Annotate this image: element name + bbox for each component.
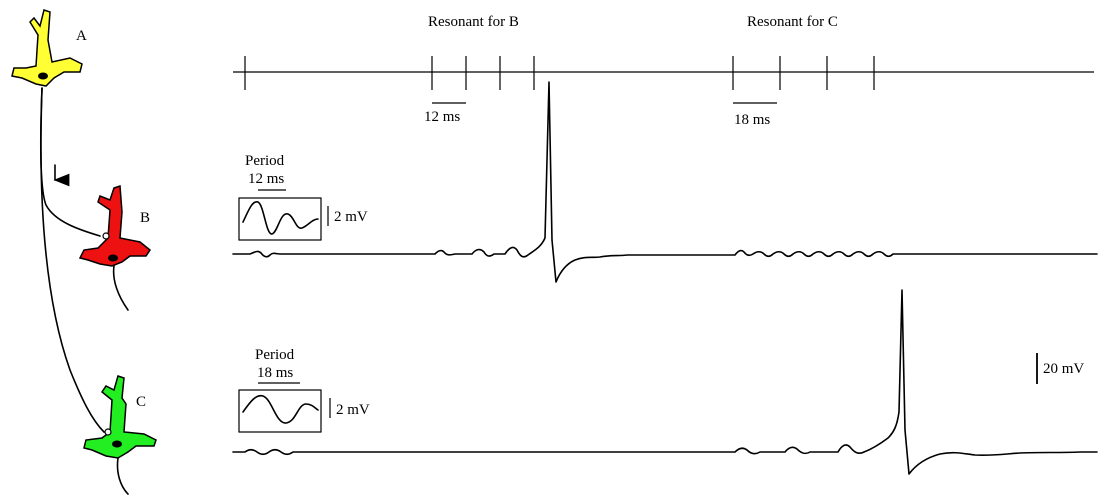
neuron-a-label: A xyxy=(76,28,87,44)
neuron-b-body xyxy=(78,184,152,267)
voltage-scale-label: 20 mV xyxy=(1043,361,1084,377)
trace-c-line xyxy=(232,289,1098,475)
neuron-c-label: C xyxy=(136,394,146,410)
trace-b-period-value: 12 ms xyxy=(248,171,284,187)
spike-train-ticks xyxy=(244,56,875,90)
trace-b: Period 12 ms 2 mV xyxy=(232,81,1098,283)
trace-b-line xyxy=(232,81,1098,283)
synapse-b xyxy=(102,232,110,240)
neuron-c-nucleus xyxy=(112,440,122,448)
axon-to-c xyxy=(40,87,105,433)
neuron-a: A xyxy=(11,9,87,87)
axon-tree xyxy=(40,87,105,433)
voltage-scale-bar: 20 mV xyxy=(1036,353,1084,384)
trace-c: Period 18 ms 2 mV xyxy=(232,289,1098,475)
trace-b-inset-wave xyxy=(242,201,319,235)
synapse-c xyxy=(104,428,112,436)
neuron-c: C xyxy=(83,375,157,495)
trace-c-amplitude-label: 2 mV xyxy=(336,402,370,418)
spike-train: Resonant for B Resonant for C 12 ms 18 m… xyxy=(233,14,1094,128)
trace-b-inset-box xyxy=(238,197,322,241)
trace-b-period-label: Period xyxy=(245,153,285,169)
neuron-b-label: B xyxy=(140,210,150,226)
trace-c-period-label: Period xyxy=(255,347,295,363)
neuron-b-axon xyxy=(112,265,129,311)
neuron-a-nucleus xyxy=(38,72,48,80)
trace-b-amplitude-label: 2 mV xyxy=(334,209,368,225)
trace-c-inset-wave xyxy=(242,394,319,424)
scale-c-label: 18 ms xyxy=(734,112,770,128)
axon-to-b xyxy=(40,87,101,237)
trace-c-inset-box xyxy=(238,389,322,433)
resonant-c-label: Resonant for C xyxy=(747,14,838,30)
scale-b-label: 12 ms xyxy=(424,109,460,125)
neuron-b: B xyxy=(78,184,152,311)
neuron-c-body xyxy=(83,375,157,459)
resonant-b-label: Resonant for B xyxy=(428,14,519,30)
trace-c-period-value: 18 ms xyxy=(257,365,293,381)
neuron-b-nucleus xyxy=(108,254,118,262)
neuron-a-body xyxy=(11,9,83,87)
neuron-c-axon xyxy=(116,457,129,495)
